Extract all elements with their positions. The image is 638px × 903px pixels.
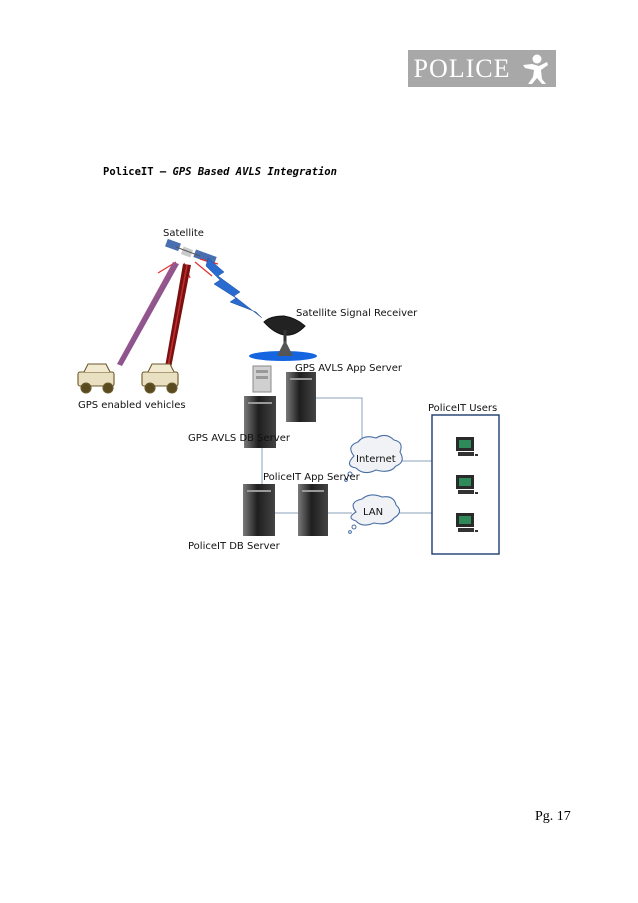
gps-avls-app-server-icon (252, 365, 316, 422)
police-logo: POLICE (408, 50, 556, 87)
db-server-label: GPS AVLS DB Server (188, 433, 291, 444)
heading-prefix: PoliceIT – (103, 166, 173, 178)
logo-text: POLICE (413, 53, 511, 83)
lan-cloud-icon (348, 494, 401, 534)
policeit-db-server-icon (243, 484, 275, 536)
policeit-app-server-label: PoliceIT App Server (263, 472, 361, 483)
user-computer-icon-3 (456, 513, 478, 532)
vehicle-icon-2 (141, 363, 179, 394)
app-server-label: GPS AVLS App Server (295, 363, 403, 374)
connection-lines (261, 397, 432, 514)
page-number: Pg. 17 (535, 809, 571, 824)
users-label: PoliceIT Users (428, 403, 497, 414)
satellite-label: Satellite (163, 228, 204, 239)
user-computer-icon-1 (456, 437, 478, 456)
signal-beam-1 (117, 262, 179, 366)
officer-icon (522, 54, 548, 84)
policeit-app-server-icon (298, 484, 328, 536)
internet-label: Internet (356, 454, 396, 465)
lightning-signal-icon (205, 257, 263, 319)
gps-avls-db-server-icon (244, 396, 276, 448)
satellite-dish-icon (249, 315, 317, 361)
vehicles-label: GPS enabled vehicles (78, 400, 186, 411)
lan-label: LAN (363, 507, 383, 518)
user-computer-icon-2 (456, 475, 478, 494)
vehicle-icon-1 (77, 363, 115, 394)
policeit-db-server-label: PoliceIT DB Server (188, 541, 281, 552)
receiver-label: Satellite Signal Receiver (296, 308, 418, 319)
internet-cloud-icon (344, 434, 403, 482)
heading-emphasis: GPS Based AVLS Integration (172, 166, 337, 178)
section-heading: PoliceIT – GPS Based AVLS Integration (103, 166, 337, 178)
